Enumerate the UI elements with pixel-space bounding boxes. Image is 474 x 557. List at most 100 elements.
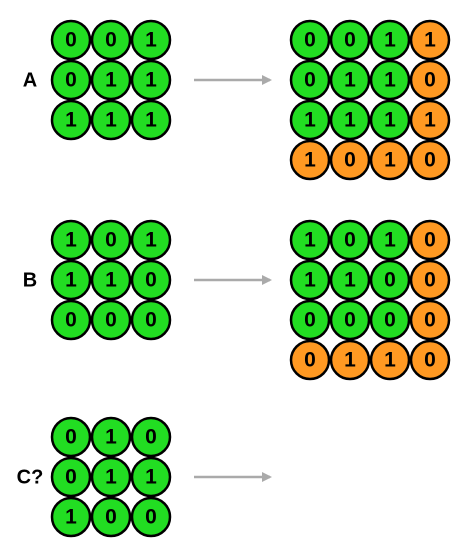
puzzle-3-input-bit-value: 0 xyxy=(145,426,157,449)
puzzle-2-output-parity-circle xyxy=(409,219,451,261)
puzzle-2-output-parity-circle xyxy=(409,299,451,341)
puzzle-2-output-bit-value: 0 xyxy=(424,309,436,332)
puzzle-2-output-parity-circle xyxy=(409,259,451,301)
puzzle-1-input-bit-circle xyxy=(90,99,132,141)
puzzle-2-input-bit-value: 0 xyxy=(65,309,77,332)
puzzle-2-input-bit-circle xyxy=(130,219,172,261)
puzzle-1-output-bit-value: 1 xyxy=(424,29,436,52)
puzzle-2-output-bit-value: 1 xyxy=(344,269,356,292)
puzzle-1-output-bit-value: 1 xyxy=(344,109,356,132)
puzzle-2-output-bit-value: 0 xyxy=(424,269,436,292)
puzzle-3-input-bit-value: 1 xyxy=(65,506,77,529)
puzzle-3-input-bit-circle xyxy=(130,456,172,498)
puzzle-2-output-parity-circle xyxy=(369,339,411,381)
puzzle-1-output-bit-circle xyxy=(329,59,371,101)
puzzle-1-input-bit-circle xyxy=(130,99,172,141)
puzzle-1-output-bit-value: 0 xyxy=(304,69,316,92)
puzzle-3-input-bit-value: 0 xyxy=(65,426,77,449)
puzzle-2-output-parity-circle xyxy=(329,339,371,381)
puzzle-1-output-bit-value: 1 xyxy=(384,69,396,92)
puzzle-1-output-parity-circle xyxy=(409,139,451,181)
puzzle-2-input-bit-value: 0 xyxy=(105,229,117,252)
puzzle-2-input-bit-value: 1 xyxy=(105,269,117,292)
puzzle-2-input-bit-circle xyxy=(130,259,172,301)
puzzle-2-input-bit-circle xyxy=(90,219,132,261)
puzzle-1-output-bit-circle xyxy=(289,99,331,141)
puzzle-2-output-bit-circle xyxy=(329,259,371,301)
puzzle-2-output-bit-value: 1 xyxy=(304,269,316,292)
puzzle-1-input-bit-circle xyxy=(90,19,132,61)
puzzle-1-output-bit-value: 0 xyxy=(304,29,316,52)
puzzle-2-output-bit-circle xyxy=(289,259,331,301)
puzzle-1-label: A xyxy=(23,69,37,91)
puzzle-2-output-bit-circle xyxy=(369,219,411,261)
puzzle-1-output-bit-circle xyxy=(289,19,331,61)
puzzle-2-output-bit-circle xyxy=(369,299,411,341)
puzzle-3-input-bit-value: 1 xyxy=(105,466,117,489)
puzzle-1-input-bit-circle xyxy=(50,19,92,61)
puzzle-2-output-bit-value: 0 xyxy=(384,269,396,292)
puzzle-2-input-bit-value: 0 xyxy=(145,309,157,332)
puzzle-3-input-bit-value: 1 xyxy=(145,466,157,489)
puzzle-2-output-bit-value: 0 xyxy=(424,229,436,252)
puzzle-2-output-bit-value: 0 xyxy=(344,229,356,252)
puzzle-1-output-bit-value: 1 xyxy=(344,69,356,92)
puzzle-2-output-bit-value: 1 xyxy=(344,349,356,372)
puzzle-1-output-parity-circle xyxy=(409,19,451,61)
puzzle-1-output-bit-circle xyxy=(329,19,371,61)
puzzle-1-input-bit-value: 0 xyxy=(105,29,117,52)
puzzle-2-input-bit-value: 1 xyxy=(145,229,157,252)
puzzle-2-output-bit-value: 0 xyxy=(424,349,436,372)
puzzle-1-output-bit-circle xyxy=(369,19,411,61)
puzzle-2-input-bit-value: 0 xyxy=(105,309,117,332)
puzzle-1-output-parity-circle xyxy=(289,139,331,181)
puzzle-1-output-parity-circle xyxy=(409,59,451,101)
puzzle-1-output-bit-value: 1 xyxy=(384,109,396,132)
puzzle-1-output-bit-value: 1 xyxy=(384,149,396,172)
puzzle-2-output-parity-circle xyxy=(409,339,451,381)
puzzle-2-output-bit-value: 0 xyxy=(384,309,396,332)
puzzle-1-output-parity-circle xyxy=(329,139,371,181)
puzzle-3-input-bit-circle xyxy=(50,416,92,458)
puzzle-1-input-bit-circle xyxy=(130,19,172,61)
puzzle-2-output-bit-circle xyxy=(329,219,371,261)
puzzle-2-output-bit-value: 0 xyxy=(344,309,356,332)
puzzle-3-input-bit-circle xyxy=(90,496,132,538)
puzzle-3-input-bit-circle xyxy=(50,496,92,538)
puzzle-2-label: B xyxy=(23,269,37,291)
puzzle-2-output-parity-circle xyxy=(289,339,331,381)
puzzle-3-input-bit-circle xyxy=(90,416,132,458)
puzzle-2-input-bit-value: 1 xyxy=(65,229,77,252)
puzzle-1-output-bit-value: 1 xyxy=(304,149,316,172)
puzzle-2-output-bit-value: 1 xyxy=(304,229,316,252)
puzzle-3-input-bit-value: 0 xyxy=(105,506,117,529)
puzzle-2-output-bit-circle xyxy=(369,259,411,301)
puzzle-1-output-bit-circle xyxy=(289,59,331,101)
puzzle-2-output-bit-value: 0 xyxy=(304,349,316,372)
puzzle-3-input-bit-value: 0 xyxy=(145,506,157,529)
puzzle-2-output-bit-circle xyxy=(289,299,331,341)
puzzle-1-input-bit-circle xyxy=(130,59,172,101)
puzzle-2-output-bit-circle xyxy=(289,219,331,261)
puzzle-1-input-bit-value: 1 xyxy=(105,109,117,132)
puzzle-2-input-bit-circle xyxy=(90,259,132,301)
puzzle-1-output-bit-circle xyxy=(369,99,411,141)
puzzle-1-output-bit-value: 1 xyxy=(304,109,316,132)
puzzle-1-input-bit-value: 0 xyxy=(65,69,77,92)
puzzle-2-output-bit-value: 1 xyxy=(384,229,396,252)
puzzle-2-input-bit-circle xyxy=(50,299,92,341)
puzzle-1-output-bit-value: 1 xyxy=(424,109,436,132)
puzzle-2-output-bit-value: 1 xyxy=(384,349,396,372)
puzzle-1-output-bit-circle xyxy=(329,99,371,141)
puzzle-1-output-bit-value: 0 xyxy=(424,149,436,172)
puzzle-1-output-bit-value: 0 xyxy=(344,29,356,52)
puzzle-1-output-bit-value: 1 xyxy=(384,29,396,52)
puzzle-2-input-bit-circle xyxy=(50,219,92,261)
puzzle-1-input-bit-value: 0 xyxy=(65,29,77,52)
puzzle-1-input-bit-circle xyxy=(50,99,92,141)
puzzle-2-input-bit-value: 1 xyxy=(65,269,77,292)
puzzle-1-output-bit-circle xyxy=(369,59,411,101)
puzzle-1-input-bit-value: 1 xyxy=(105,69,117,92)
puzzle-3-input-bit-value: 0 xyxy=(65,466,77,489)
